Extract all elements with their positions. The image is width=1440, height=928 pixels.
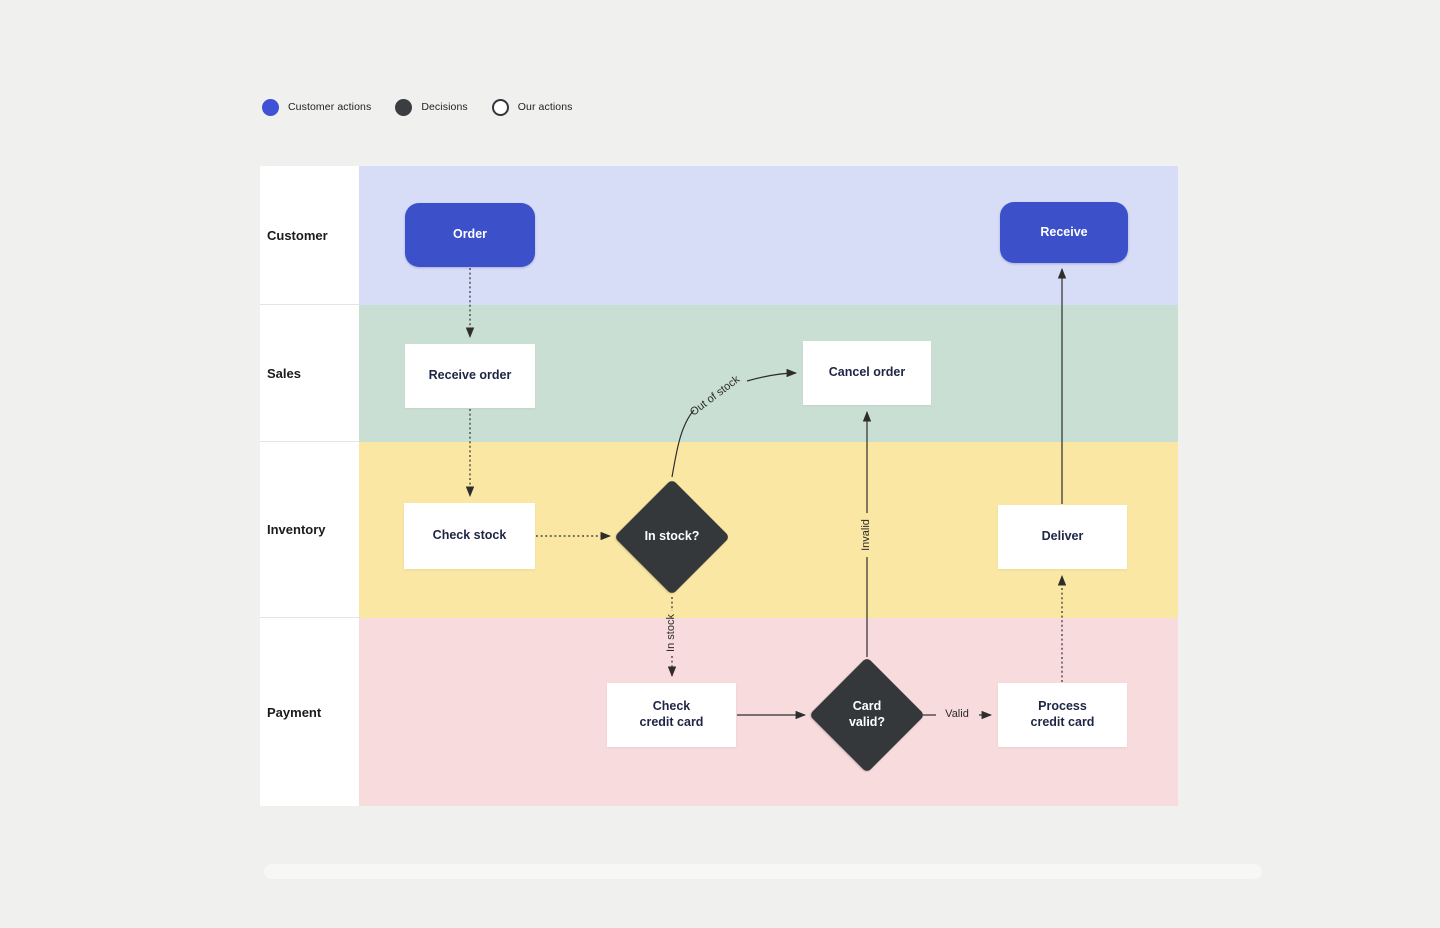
node-process-credit-card[interactable]: Process credit card	[998, 683, 1127, 747]
node-receive-order[interactable]: Receive order	[405, 344, 535, 408]
legend-item-customer-actions: Customer actions	[262, 98, 372, 116]
lane-label-inventory: Inventory	[260, 442, 359, 618]
legend: Customer actions Decisions Our actions	[262, 98, 597, 116]
horizontal-scrollbar[interactable]	[264, 864, 1262, 879]
node-order[interactable]: Order	[405, 203, 535, 267]
legend-item-our-actions: Our actions	[491, 98, 573, 116]
node-cancel-order[interactable]: Cancel order	[803, 341, 931, 405]
customer-actions-swatch-icon	[262, 98, 279, 116]
lane-label-sales: Sales	[260, 305, 359, 442]
lane-label-column: Customer Sales Inventory Payment	[260, 166, 359, 806]
node-check-stock[interactable]: Check stock	[404, 503, 535, 569]
legend-label: Decisions	[421, 101, 468, 113]
node-in-stock-label: In stock?	[644, 529, 700, 544]
lane-label-customer: Customer	[260, 166, 359, 305]
our-actions-swatch-icon	[491, 98, 509, 116]
node-check-credit-card[interactable]: Check credit card	[607, 683, 736, 747]
decisions-swatch-icon	[395, 98, 413, 116]
node-receive[interactable]: Receive	[1000, 202, 1128, 263]
edge-label-invalid: Invalid	[860, 519, 872, 551]
legend-item-decisions: Decisions	[395, 98, 468, 116]
node-card-valid-label: Card valid?	[848, 699, 886, 729]
edge-label-valid: Valid	[945, 708, 969, 720]
lane-label-payment: Payment	[267, 704, 322, 720]
edge-label-in-stock: In stock	[665, 614, 677, 652]
node-deliver[interactable]: Deliver	[998, 505, 1127, 569]
legend-label: Our actions	[517, 101, 573, 113]
legend-label: Customer actions	[288, 101, 372, 113]
